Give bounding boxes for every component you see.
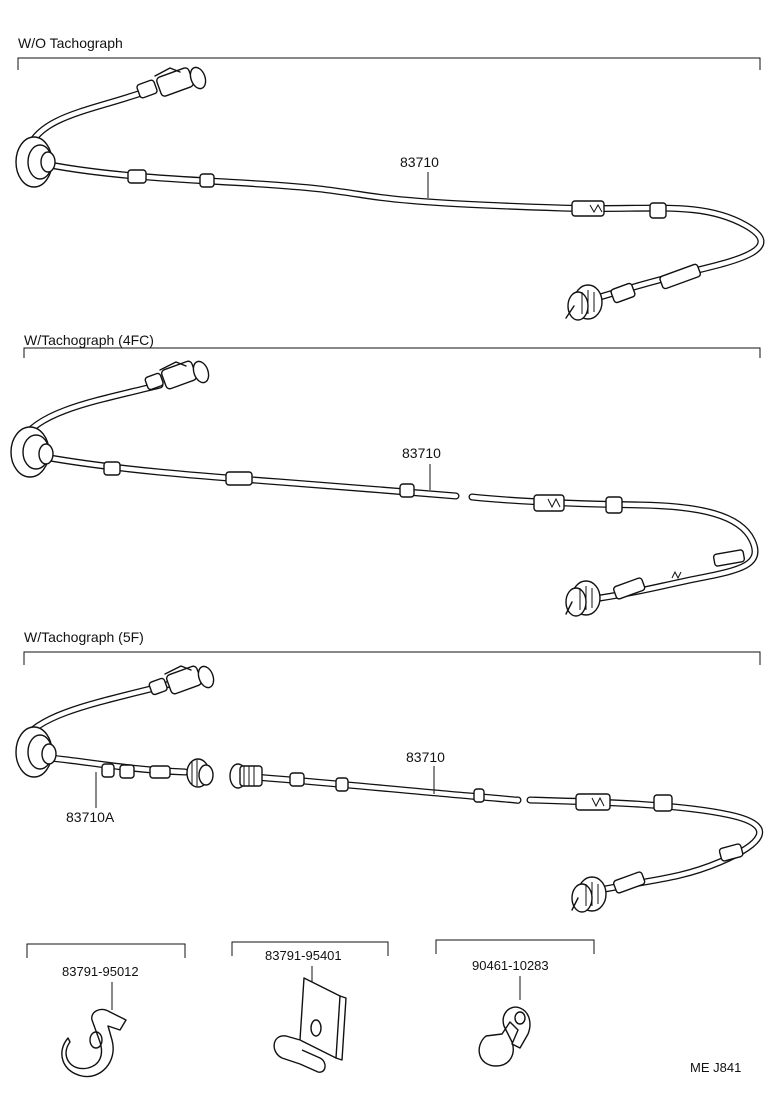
section-bracket	[23, 651, 761, 665]
cable-band	[649, 202, 667, 219]
clamp-83791-95401: 83791-95401	[231, 941, 389, 1073]
cable-band	[610, 282, 636, 304]
cable-band	[103, 461, 121, 476]
cable-band	[225, 471, 253, 486]
clamp-bracket	[231, 941, 389, 956]
part-label-83710a: 83710A	[66, 809, 115, 825]
section-tachograph-5f: W/Tachograph (5F)	[15, 629, 764, 913]
mounting-plate-icon	[299, 977, 341, 1059]
cable-clamp-icon	[61, 1008, 127, 1078]
section-title: W/Tachograph (4FC)	[24, 332, 154, 348]
cable-band	[127, 169, 147, 184]
part-label-83710: 83710	[402, 445, 441, 461]
cable-joint	[533, 494, 565, 512]
cable-loop	[18, 381, 164, 444]
clamp-part-number: 83791-95012	[62, 964, 139, 979]
part-label-83710: 83710	[400, 154, 439, 170]
coupling-nut-left	[186, 758, 214, 788]
clamp-90461-10283: 90461-10283	[435, 939, 595, 1067]
clamp-83791-95012: 83791-95012	[26, 943, 186, 1078]
cable-band	[659, 263, 702, 290]
cable-clamp-icon	[273, 1035, 326, 1073]
transmission-fitting	[565, 284, 603, 321]
cable-band	[612, 871, 646, 894]
section-title: W/Tachograph (5F)	[24, 629, 144, 645]
cable-band	[605, 496, 623, 514]
cable-band	[712, 549, 746, 567]
cable-band	[612, 577, 646, 600]
section-title: W/O Tachograph	[18, 35, 123, 51]
cable-clamp-icon	[478, 1006, 531, 1067]
cable-band	[101, 763, 115, 778]
part-label-83710: 83710	[406, 749, 445, 765]
transmission-fitting	[565, 580, 601, 617]
meter-connector	[148, 665, 215, 696]
cable-band	[473, 788, 485, 803]
cable-loop	[20, 680, 174, 744]
section-tachograph-4fc: W/Tachograph (4FC)	[10, 332, 761, 617]
clamp-part-number: 83791-95401	[265, 948, 342, 963]
cable-band	[199, 173, 215, 188]
transmission-fitting	[571, 876, 607, 913]
clamp-bracket	[26, 943, 186, 958]
cable-band	[399, 483, 415, 498]
meter-connector	[136, 66, 207, 99]
cable-joint	[575, 793, 611, 811]
clamp-bracket	[435, 939, 595, 954]
section-bracket	[23, 347, 761, 358]
section-without-tachograph: W/O Tachograph	[15, 35, 765, 321]
cable-band	[119, 764, 135, 779]
cable-band	[718, 843, 744, 862]
cable-band	[335, 777, 349, 792]
cable-joint	[571, 200, 605, 217]
coupling-nut-right	[229, 763, 263, 789]
clamp-part-number: 90461-10283	[472, 958, 549, 973]
meter-connector	[144, 360, 210, 391]
cable-band	[149, 765, 171, 779]
cable-loop	[24, 86, 154, 154]
figure-code: ME J841	[690, 1060, 741, 1075]
section-bracket	[17, 57, 761, 70]
cable-band	[289, 772, 305, 787]
cable-band	[653, 794, 673, 812]
